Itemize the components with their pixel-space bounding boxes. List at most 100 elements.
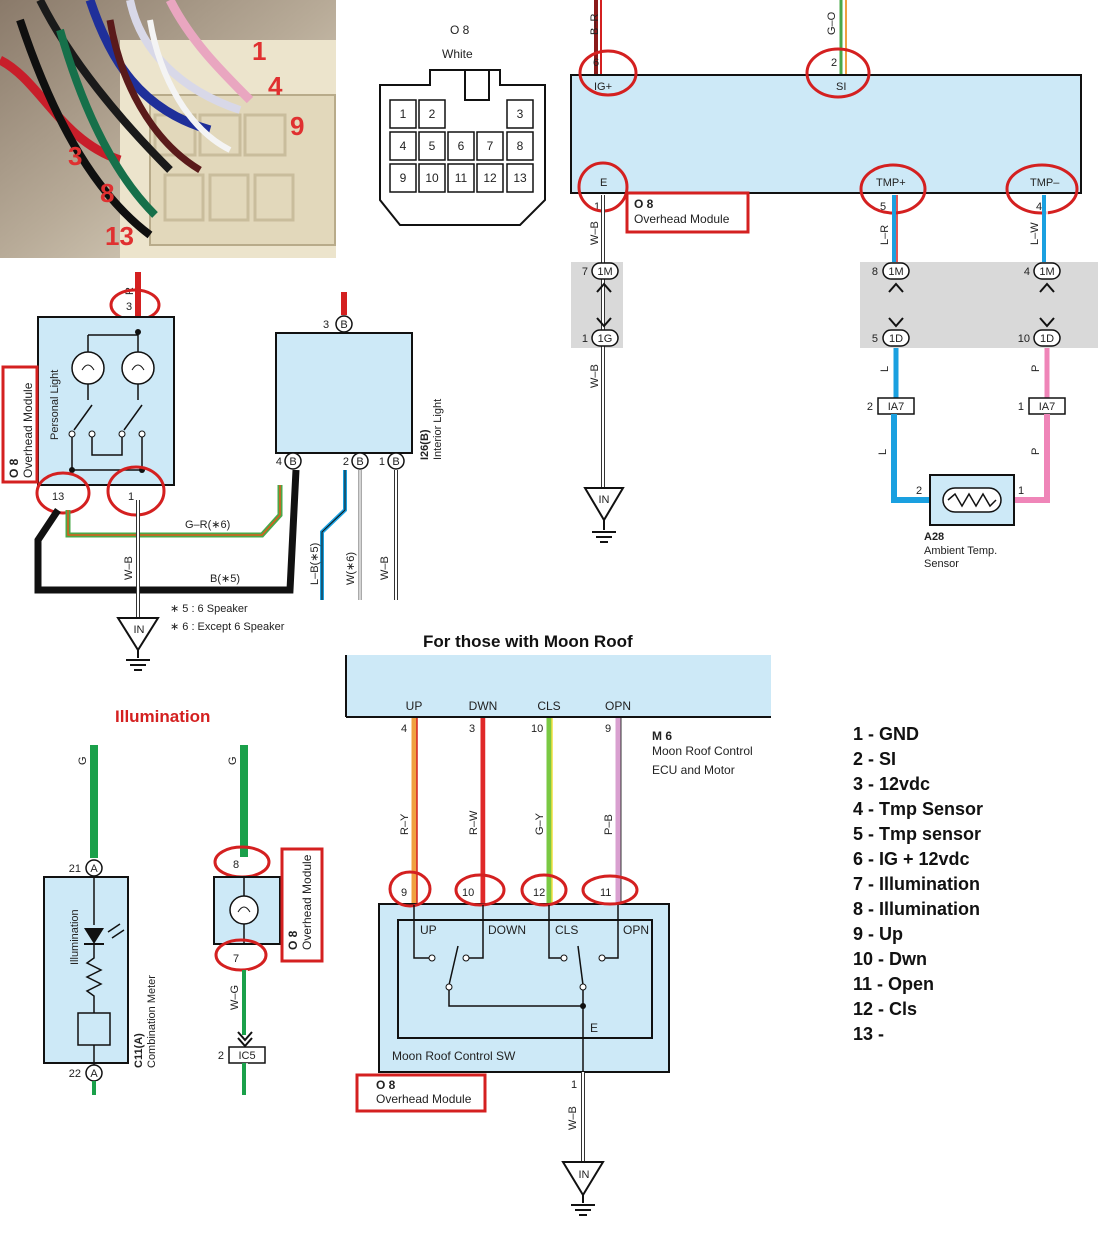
sensor-pin-right: 1 [1018,485,1024,497]
il-pin-1: 1 [379,456,385,468]
legend-item: 3 - 12vdc [853,774,930,794]
sw-pin-11: 11 [600,887,611,899]
ecu-wire-opn: P–B [603,814,615,835]
sensor-pin-left: 2 [916,485,922,497]
moon-roof-section: For those with Moon Roof UP DWN CLS OPN … [345,632,771,1216]
connector-pin-grid: 1 2 3 4 5 6 7 8 9 10 11 12 13 [389,99,534,193]
conn-pin-8: 8 [517,139,524,153]
photo-pin-9: 9 [290,111,304,141]
sw-label-cls: CLS [555,923,578,937]
highlight-oh-pin-7 [214,938,268,972]
legend-item: 4 - Tmp Sensor [853,799,983,819]
oh-module-label-box [280,847,324,963]
sw-pin-12: 12 [533,887,545,899]
wire-ground-label: W–B [589,364,601,388]
sw-name: Moon Roof Control SW [392,1049,516,1063]
wire-l-r: L–R [879,225,891,245]
top-overhead-module: B–R G–O 6 IG+ 2 SI E 1 TMP+ 5 TMP– 4 O 8… [570,0,1098,570]
wire-l-w: L–W [1029,222,1041,245]
ecu-pin-opn-num: 9 [605,723,611,735]
ecu-pin-cls-num: 10 [531,723,543,735]
meter-conn-top: A [90,863,98,875]
pl-note-2: ∗ 6 : Except 6 Speaker [170,621,285,633]
combination-meter-box [43,876,129,1064]
ic5-num: 2 [218,1050,224,1062]
wire-b-r: B–R [589,14,601,35]
oh-pin-8: 8 [233,859,239,871]
conn-pin-3: 3 [517,107,524,121]
ecu-code: M 6 [652,729,672,743]
ic5-label: IC5 [238,1050,255,1062]
pin-e-label: E [600,177,607,189]
il-pin-top: 3 [323,319,329,331]
connector-name: O 8 [450,23,470,37]
pin-legend: 1 - GND 2 - SI 3 - 12vdc 4 - Tmp Sensor … [853,724,983,1044]
sw-label-opn: OPN [623,923,649,937]
jr-top-label: 1M [1039,266,1054,278]
conn-pin-4: 4 [400,139,407,153]
sw-label-up: UP [420,923,437,937]
conn-pin-7: 7 [487,139,494,153]
sw-pin-9: 9 [401,887,407,899]
conn-pin-12: 12 [483,171,497,185]
personal-light-section: R 3 Personal Light 13 1 O 8 Overhead M [1,272,300,671]
oh-pin-7: 7 [233,953,239,965]
photo-pin-4: 4 [268,71,283,101]
interior-light-section: 3 B I26(B) Interior Light B 4 B 2 B 1 L–… [275,292,444,600]
ecu-name-1: Moon Roof Control [652,744,753,758]
pl-wire-gr: G–R(∗6) [185,519,230,531]
highlight-sw-pin-12 [520,873,568,907]
il-pin-2: 2 [343,456,349,468]
il-conn-4: B [289,456,296,468]
legend-item: 11 - Open [853,974,934,994]
wire-g-o: G–O [826,11,838,35]
meter-name: Combination Meter [146,975,158,1068]
ecu-pin-cls-label: CLS [537,699,560,713]
mr-ground-pin: 1 [571,1079,577,1091]
legend-item: 7 - Illumination [853,874,980,894]
connector-color: White [442,47,473,61]
ia7-right-label: IA7 [1039,401,1056,413]
personal-light-box [37,316,175,486]
pin-igplus-num: 6 [593,57,599,69]
meter-conn-bottom: A [90,1068,98,1080]
jr-bot-label: 1D [1040,333,1054,345]
mr-ground-label: IN [579,1169,590,1181]
highlight-sw-pin-9 [388,870,432,908]
connector-photo [0,0,336,258]
moon-roof-ecu-box [346,655,771,717]
illumination-section: Illumination G A 21 Illumination A 22 C1… [43,707,324,1095]
highlight-pin-2 [805,47,871,99]
meter-pin-top: 21 [69,863,81,875]
legend-item: 13 - [853,1024,884,1044]
jm-bot-num: 5 [872,333,878,345]
pin-tmpminus-num: 4 [1036,201,1042,213]
ecu-pin-up-label: UP [406,699,423,713]
jl-bot-num: 1 [582,333,588,345]
legend-item: 8 - Illumination [853,899,980,919]
wire-e-label: W–B [589,221,601,245]
legend-item: 5 - Tmp sensor [853,824,981,844]
legend-item: 9 - Up [853,924,903,944]
pin-e-num: 1 [594,201,600,213]
mr-ground-wire: W–B [567,1106,579,1130]
conn-pin-6: 6 [458,139,465,153]
wire-l-1: L [879,366,891,372]
meter-inner-label: Illumination [69,909,81,965]
oh-wire-top: G [227,756,239,765]
jl-bot-label: 1G [598,333,613,345]
photo-pin-1: 1 [252,36,266,66]
conn-pin-2: 2 [429,107,436,121]
highlight-sw-pin-11 [581,874,639,906]
pin-tmpplus-label: TMP+ [876,177,906,189]
conn-pin-11: 11 [455,171,468,185]
ecu-pin-up-num: 4 [401,723,407,735]
ecu-pin-dwn-label: DWN [469,699,498,713]
meter-wire-top: G [77,756,89,765]
pin-tmpminus-label: TMP– [1030,177,1060,189]
oh-illumination-box [213,876,281,945]
ia7-right-num: 1 [1018,401,1024,413]
pin-tmpplus-num: 5 [880,201,886,213]
jl-top-label: 1M [597,266,612,278]
legend-item: 12 - Cls [853,999,917,1019]
